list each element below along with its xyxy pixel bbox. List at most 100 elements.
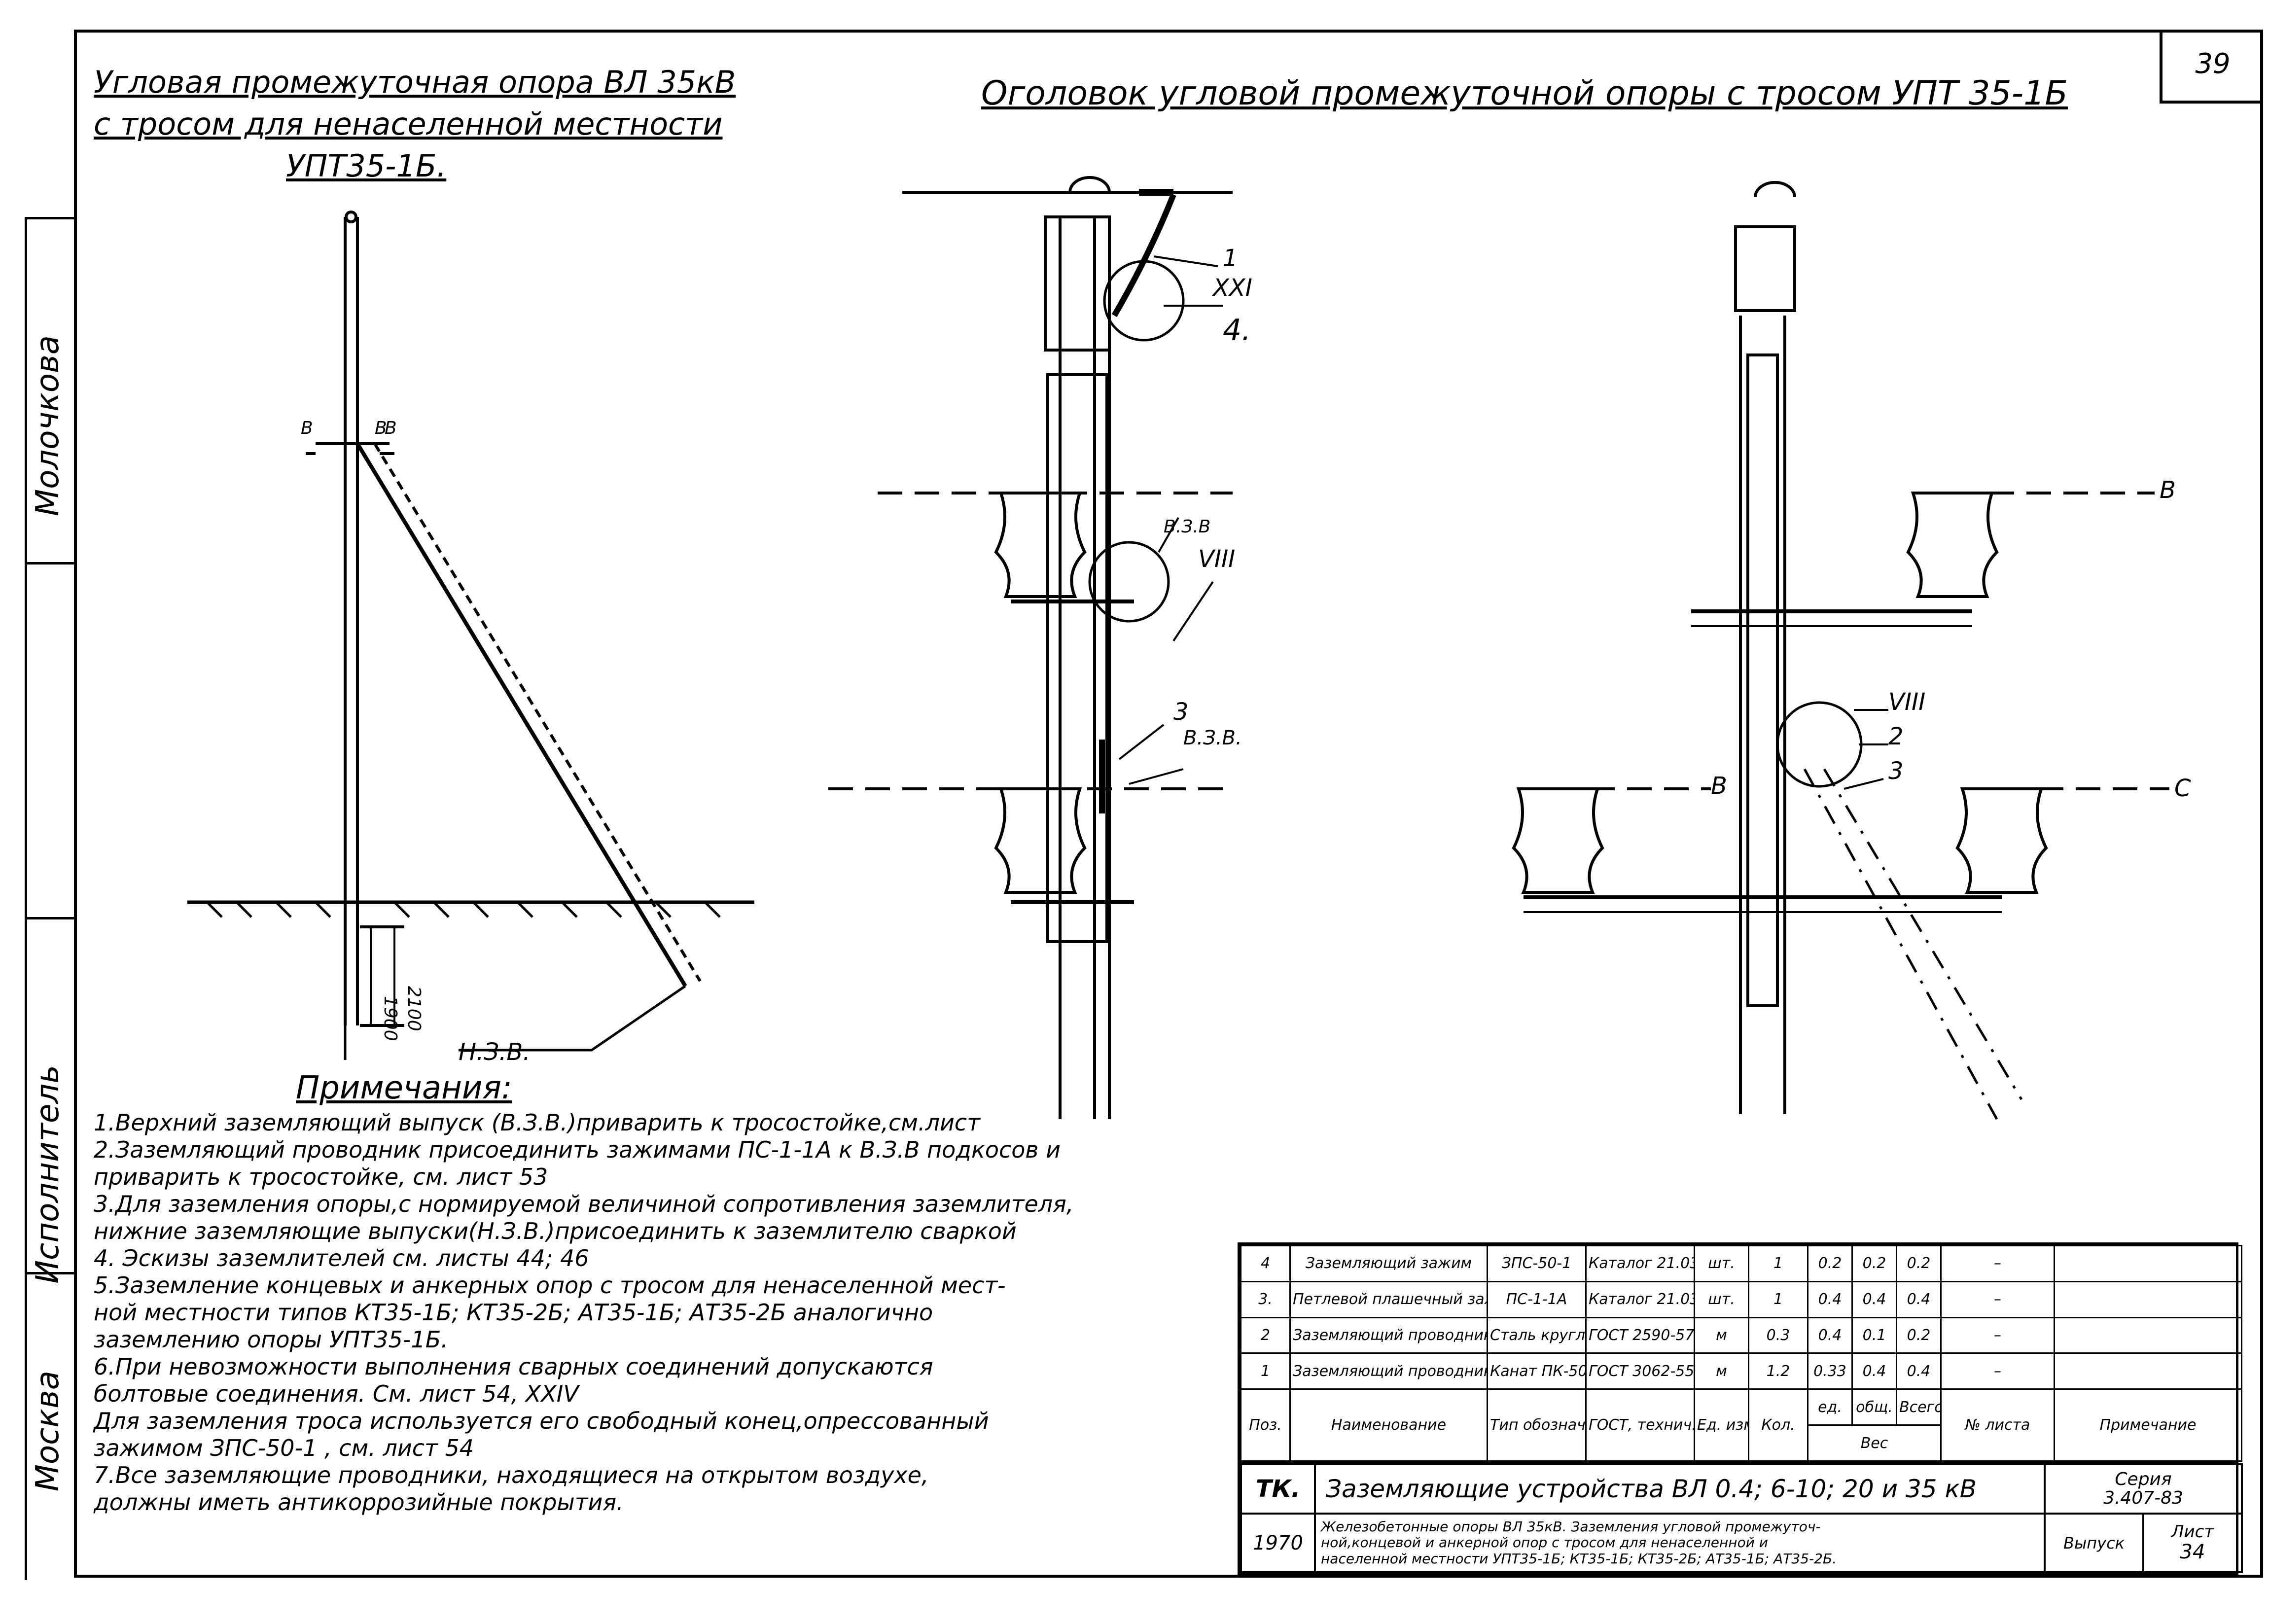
callout-4: 4. (1223, 313, 1251, 348)
label-ground-outlet: Н.З.В. (459, 1038, 531, 1066)
bom-sheet: – (1940, 1245, 2055, 1282)
bom-w3: 0.4 (1896, 1352, 1942, 1390)
bom-note (2054, 1245, 2242, 1282)
tb-sheet: 34 (2180, 1541, 2205, 1564)
tb-desc-2: ной,концевой и анкерной опор с тросом дл… (1321, 1534, 1768, 1551)
bom-note (2054, 1280, 2242, 1318)
callout-vzv-low: В.З.В. (1183, 727, 1242, 749)
phase-b-upper: В (2160, 476, 2176, 504)
note-line: приварить к тросостойке, см. лист 53 (94, 1164, 548, 1190)
callout-xxi: XXI (1211, 274, 1252, 302)
bom-pos: 4 (1240, 1245, 1291, 1282)
drawing-frame (74, 30, 2263, 1578)
bom-row: 4 Заземляющий зажим ЗПС-50-1 Каталог 21.… (1240, 1245, 2242, 1282)
bom-name: Заземляющий проводник (1289, 1352, 1488, 1390)
bom-w2: 0.4 (1851, 1280, 1897, 1318)
tb-series-cell: Серия 3.407-83 (2043, 1463, 2243, 1515)
bom-gost: Каталог 21.03.01.03 Т (1585, 1245, 1695, 1282)
tb-year: 1970 (1240, 1513, 1316, 1573)
bom-header-row: Поз. Наименование Тип обозначения ГОСТ, … (1240, 1388, 2242, 1462)
bom-unit: м (1694, 1316, 1749, 1354)
bom-note (2054, 1316, 2242, 1354)
bom-pos: 2 (1240, 1316, 1291, 1354)
phase-c: С (2174, 775, 2191, 802)
bom-header-type: Тип обозначения (1487, 1388, 1587, 1462)
bom-w3: 0.2 (1896, 1316, 1942, 1354)
label-top-b-left: В (301, 418, 313, 438)
tb-series: 3.407-83 (2103, 1488, 2183, 1508)
bom-unit: м (1694, 1352, 1749, 1390)
bom-type: ПС-1-1А (1487, 1280, 1587, 1318)
tb-series-label: Серия (2115, 1469, 2172, 1490)
note-line: заземлению опоры УПТ35-1Б. (94, 1326, 448, 1353)
bom-pos: 1 (1240, 1352, 1291, 1390)
side-cell-city (25, 1272, 76, 1580)
bom-gost: Каталог 21.03.01.03 Т (1585, 1280, 1695, 1318)
bom-pos: 3. (1240, 1280, 1291, 1318)
note-line: 6.При невозможности выполнения сварных с… (94, 1353, 933, 1380)
bom-qty: 1.2 (1748, 1352, 1808, 1390)
note-line: зажимом ЗПС-50-1 , см. лист 54 (94, 1435, 474, 1461)
bom-header-qty: Кол. (1748, 1388, 1808, 1462)
bom-row: 3. Петлевой плашечный зажим ПС-1-1А Ката… (1240, 1280, 2242, 1318)
bom-sheet: – (1940, 1280, 2055, 1318)
label-dim-1900: 1900 (380, 996, 400, 1041)
bom-w1: 0.4 (1807, 1280, 1853, 1318)
title-block: ТК. Заземляющие устройства ВЛ 0.4; 6-10;… (1238, 1463, 2243, 1576)
bom-header-note: Примечание (2054, 1388, 2242, 1462)
callout-viii-right: VIII (1888, 688, 1925, 716)
side-cell-name (25, 217, 76, 565)
callout-2: 2 (1888, 723, 1904, 750)
bom-header-sheet: № листа (1940, 1388, 2055, 1462)
note-line: 5.Заземление концевых и анкерных опор с … (94, 1272, 1006, 1299)
bom-name: Заземляющий зажим (1289, 1245, 1488, 1282)
bom-header-weight: Вес (1807, 1424, 1942, 1462)
bom-header-unit: Ед. изм. (1694, 1388, 1749, 1462)
bom-w2: 0.1 (1851, 1316, 1897, 1354)
callout-1: 1 (1223, 245, 1238, 272)
tb-desc-3: населенной местности УПТ35-1Б; КТ35-1Б; … (1321, 1550, 1837, 1567)
note-line: 2.Заземляющий проводник присоединить заж… (94, 1136, 1061, 1163)
bom-row: 2 Заземляющий проводник Сталь круглая ф8… (1240, 1316, 2242, 1354)
tb-sheet-label: Лист (2171, 1521, 2214, 1542)
note-line: 7.Все заземляющие проводники, находящиес… (94, 1462, 929, 1488)
pole-elevation (187, 211, 754, 1060)
side-cell-sign (25, 562, 76, 919)
bom-header-pos: Поз. (1240, 1388, 1291, 1462)
bom-qty: 1 (1748, 1280, 1808, 1318)
bom-note (2054, 1352, 2242, 1390)
tb-title: Заземляющие устройства ВЛ 0.4; 6-10; 20 … (1314, 1463, 2046, 1515)
callout-3: 3 (1173, 698, 1189, 726)
left-title-line1: Угловая промежуточная опора ВЛ 35кВ (94, 64, 736, 100)
bom-w2: 0.2 (1851, 1245, 1897, 1282)
note-line: 4. Эскизы заземлителей см. листы 44; 46 (94, 1245, 589, 1271)
note-line: 3.Для заземления опоры,с нормируемой вел… (94, 1191, 1074, 1217)
callout-3b: 3 (1888, 757, 1904, 785)
side-cell-executor (25, 917, 76, 1274)
bom-w3: 0.4 (1896, 1280, 1942, 1318)
tb-description: Железобетонные опоры ВЛ 35кВ. Заземления… (1314, 1513, 2046, 1573)
page-number: 39 (2160, 30, 2263, 104)
bom-gost: ГОСТ 3062-55 (1585, 1352, 1695, 1390)
callout-viii-mid: VIII (1198, 545, 1235, 573)
bom-w1: 0.4 (1807, 1316, 1853, 1354)
bom-sheet: – (1940, 1316, 2055, 1354)
tb-sheet-cell: Лист 34 (2142, 1513, 2243, 1573)
bom-header-name: Наименование (1289, 1388, 1488, 1462)
bom-name: Петлевой плашечный зажим (1289, 1280, 1488, 1318)
note-line: Для заземления троса используется его св… (94, 1408, 989, 1434)
bom-type: Канат ПК-50 (1487, 1352, 1587, 1390)
bom-header-w1: ед. (1807, 1388, 1853, 1426)
bom-header-row-2: Вес (1241, 1424, 2242, 1462)
head-elevation-side (1512, 181, 2169, 1120)
notes-title: Примечания: (296, 1070, 512, 1106)
bom-unit: шт. (1694, 1280, 1749, 1318)
bom-w3: 0.2 (1896, 1245, 1942, 1282)
bom-w1: 0.33 (1807, 1352, 1853, 1390)
callout-vzv-top: В.З.В (1164, 517, 1210, 537)
note-line: должны иметь антикоррозийные покрытия. (94, 1489, 624, 1516)
bom-header-gost: ГОСТ, технич. зар-ка (1585, 1388, 1695, 1462)
tb-issue-label: Выпуск (2044, 1513, 2144, 1573)
bom-gost: ГОСТ 2590-57 (1585, 1316, 1695, 1354)
bill-of-materials: 4 Заземляющий зажим ЗПС-50-1 Каталог 21.… (1238, 1242, 2242, 1464)
